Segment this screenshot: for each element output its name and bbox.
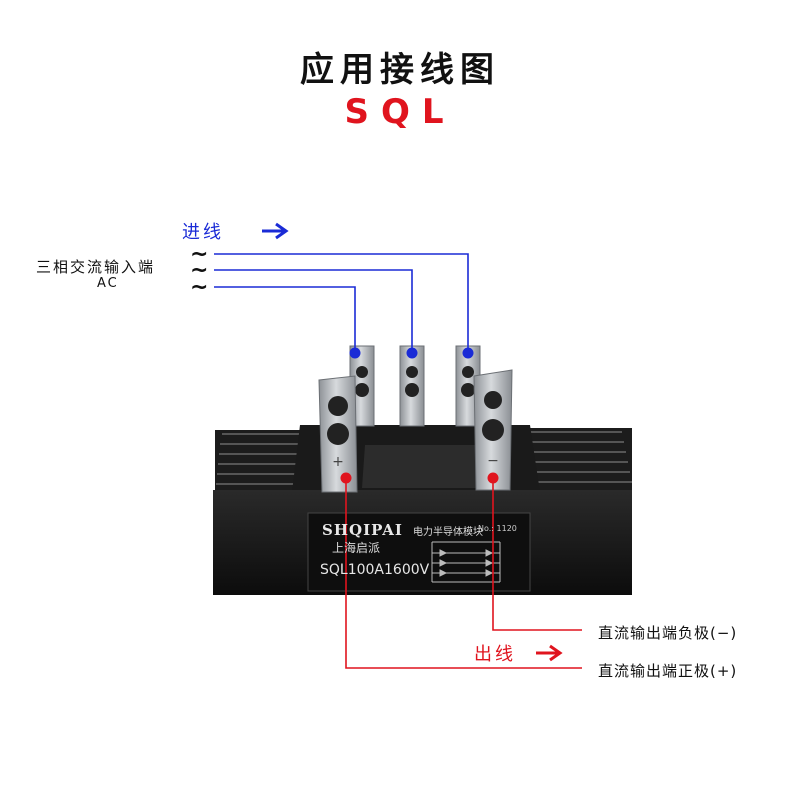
bridge-schematic [431,541,501,583]
output-label: 出线 [474,644,516,665]
device-serial: No.: 1120 [478,524,517,533]
ac-input-title: 三相交流输入端 [36,258,156,276]
input-wires [214,253,469,352]
input-label: 进线 [182,222,224,243]
ac-input-sub: AC [97,276,119,291]
output-connection-dots [340,472,499,484]
dc-positive-terminal: + [318,375,358,493]
ac-terminal-2 [399,345,425,427]
output-arrow-icon [536,644,563,662]
dc-positive-label: 直流输出端正极(+) [598,662,738,680]
device-brand: SHQIPAI [322,521,403,539]
device-module-type: 电力半导体模块 [413,527,483,538]
phase-1-symbol: ~ [190,242,209,267]
svg-text:+: + [332,454,344,470]
device-model: SQL100A1600V [320,562,430,578]
output-wires [345,478,582,669]
phase-2-symbol: ~ [190,258,209,283]
svg-text:−: − [487,453,499,469]
page-title: 应用接线图 [300,50,500,90]
input-arrow-icon [262,222,289,240]
phase-3-symbol: ~ [190,275,209,300]
ac-terminal-3 [455,345,481,427]
dc-negative-label: 直流输出端负极(−) [598,624,738,642]
dc-negative-terminal: − [473,369,513,491]
page-subtitle: SQL [344,92,456,132]
device-brand-sub: 上海启派 [332,541,381,555]
input-connection-dots [349,347,474,359]
